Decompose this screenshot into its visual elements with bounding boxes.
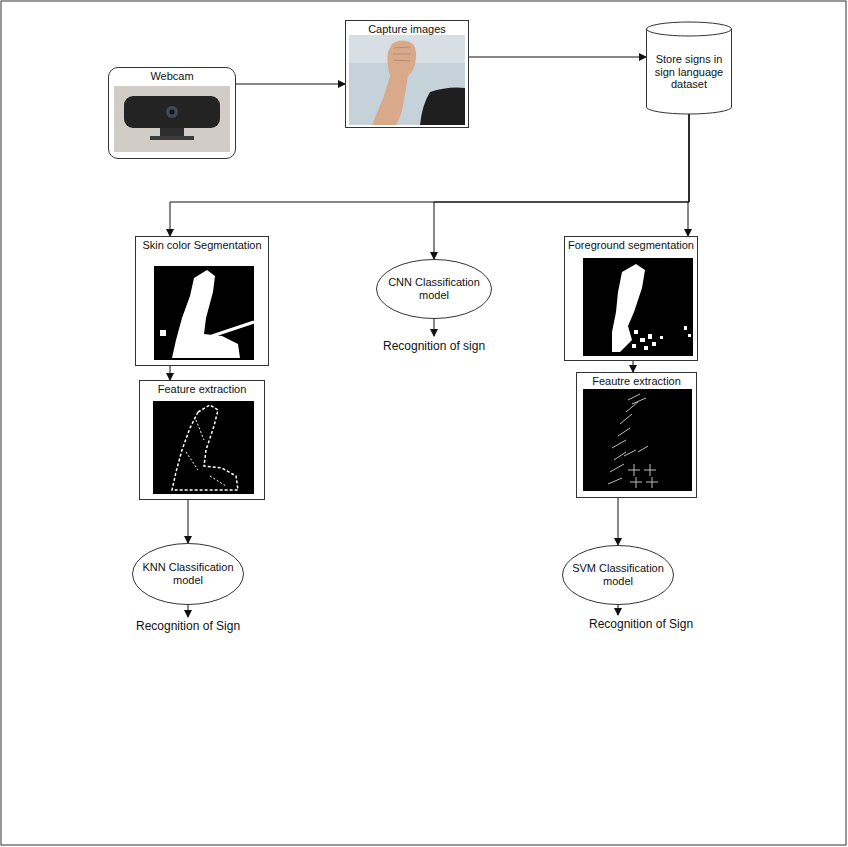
flow-arrow	[170, 366, 171, 380]
node-text: Feautre extraction	[577, 373, 696, 388]
flow-arrow	[188, 500, 189, 543]
hog-features	[583, 389, 692, 491]
process-box: Feautre extraction	[576, 372, 697, 498]
model-ellipse: CNN Classification model	[376, 259, 492, 319]
result-text: Recognition of Sign	[136, 619, 240, 633]
process-box: Skin color Segmentation	[135, 236, 269, 366]
process-box: Foreground segmentation	[564, 236, 698, 361]
node-text: SVM Classification model	[571, 562, 665, 587]
flow-arrow	[688, 114, 689, 236]
dataset-cylinder: Store signs in sign language dataset	[646, 22, 732, 114]
process-box: Feature extraction	[139, 380, 265, 500]
model-ellipse: SVM Classification model	[562, 545, 674, 605]
node-text: Skin color Segmentation	[136, 237, 268, 252]
result-text: Recognition of sign	[383, 339, 485, 353]
node-text: Store signs in sign language dataset	[651, 53, 727, 91]
result-arrows	[188, 319, 618, 617]
hand-photo	[349, 35, 465, 125]
flow-arrow	[434, 114, 689, 259]
flow-arrow	[236, 84, 345, 85]
node-text: CNN Classification model	[386, 276, 483, 301]
flow-arrow	[170, 114, 689, 236]
flow-arrow	[469, 57, 646, 58]
webcam-picture	[114, 86, 230, 152]
image-box: Capture images	[345, 20, 469, 128]
edge-features	[153, 401, 254, 494]
node-text: Capture images	[346, 21, 468, 36]
flow-arrow	[618, 498, 619, 545]
input-device-box: Webcam	[108, 67, 236, 159]
node-text: Feature extraction	[140, 381, 264, 396]
node-text: KNN Classification model	[141, 561, 235, 586]
node-text: Webcam	[109, 68, 235, 83]
skin-mask	[154, 266, 254, 360]
flow-arrow	[633, 361, 634, 372]
model-ellipse: KNN Classification model	[132, 543, 244, 605]
result-text: Recognition of Sign	[589, 617, 693, 631]
foreground-mask	[583, 258, 693, 356]
node-text: Foreground segmentation	[565, 237, 697, 252]
